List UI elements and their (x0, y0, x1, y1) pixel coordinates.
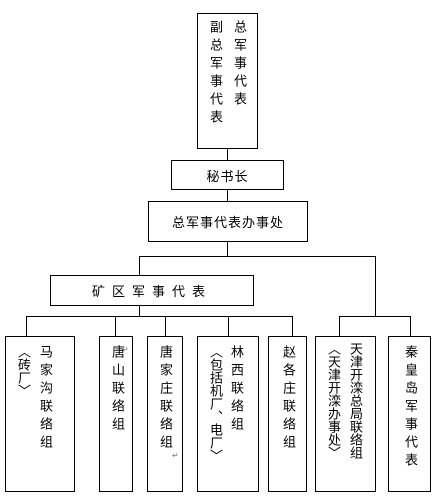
group-linxi-box: 林西联络组 〈包括机厂、电厂〉 (197, 336, 259, 492)
group-zhaogezhuang-box: 赵各庄联络组 (268, 336, 307, 492)
group-tianjin-note: 〈天津开滦办事处〉 (325, 342, 340, 459)
office-label: 总军事代表办事处 (171, 216, 284, 231)
group-tianjin-label: 天津开滦总局联络组 (347, 342, 362, 459)
mining-area-label: 矿区军事代表 (91, 285, 212, 300)
group-qinhuangdao-label: 秦皇岛军事代表 (402, 345, 417, 471)
group-tianjin-box: 天津开滦总局联络组 〈天津开滦办事处〉 (315, 336, 376, 492)
return-mark: ↵ (122, 345, 129, 354)
group-qinhuangdao-box: 秦皇岛军事代表 (388, 336, 431, 492)
group-majiagou-box: 〈砖厂〉 马家沟联络组 (5, 336, 75, 492)
chief-representative-box: 总军事代表 副总军事代表 (197, 13, 258, 149)
group-linxi-label: 林西联络组 (228, 345, 243, 435)
group-majiagou-brick-label: 〈砖厂〉 (15, 345, 30, 397)
secretary-general-label: 秘书长 (206, 169, 249, 185)
group-tangjiazhuang-box: 唐家庄联络组 ↵ (147, 336, 183, 492)
return-mark: ↵ (172, 451, 179, 460)
group-zhaogezhuang-label: 赵各庄联络组 (280, 345, 295, 453)
group-majiagou-label: 马家沟联络组 (37, 345, 52, 453)
secretary-general-box: 秘书长 (171, 160, 284, 190)
chief-representative-label: 总军事代表 (231, 20, 246, 110)
group-tangjiazhuang-label: 唐家庄联络组 (157, 345, 172, 453)
group-tangshan-label: 唐山联络组 (109, 345, 124, 435)
office-box: 总军事代表办事处 (148, 201, 308, 242)
group-linxi-note: 〈包括机厂、电厂〉 (207, 345, 222, 462)
mining-area-box: 矿区军事代表 (50, 275, 254, 306)
group-tangshan-box: 唐山联络组 ↵ (99, 336, 133, 492)
deputy-chief-representative-label: 副总军事代表 (207, 20, 222, 128)
